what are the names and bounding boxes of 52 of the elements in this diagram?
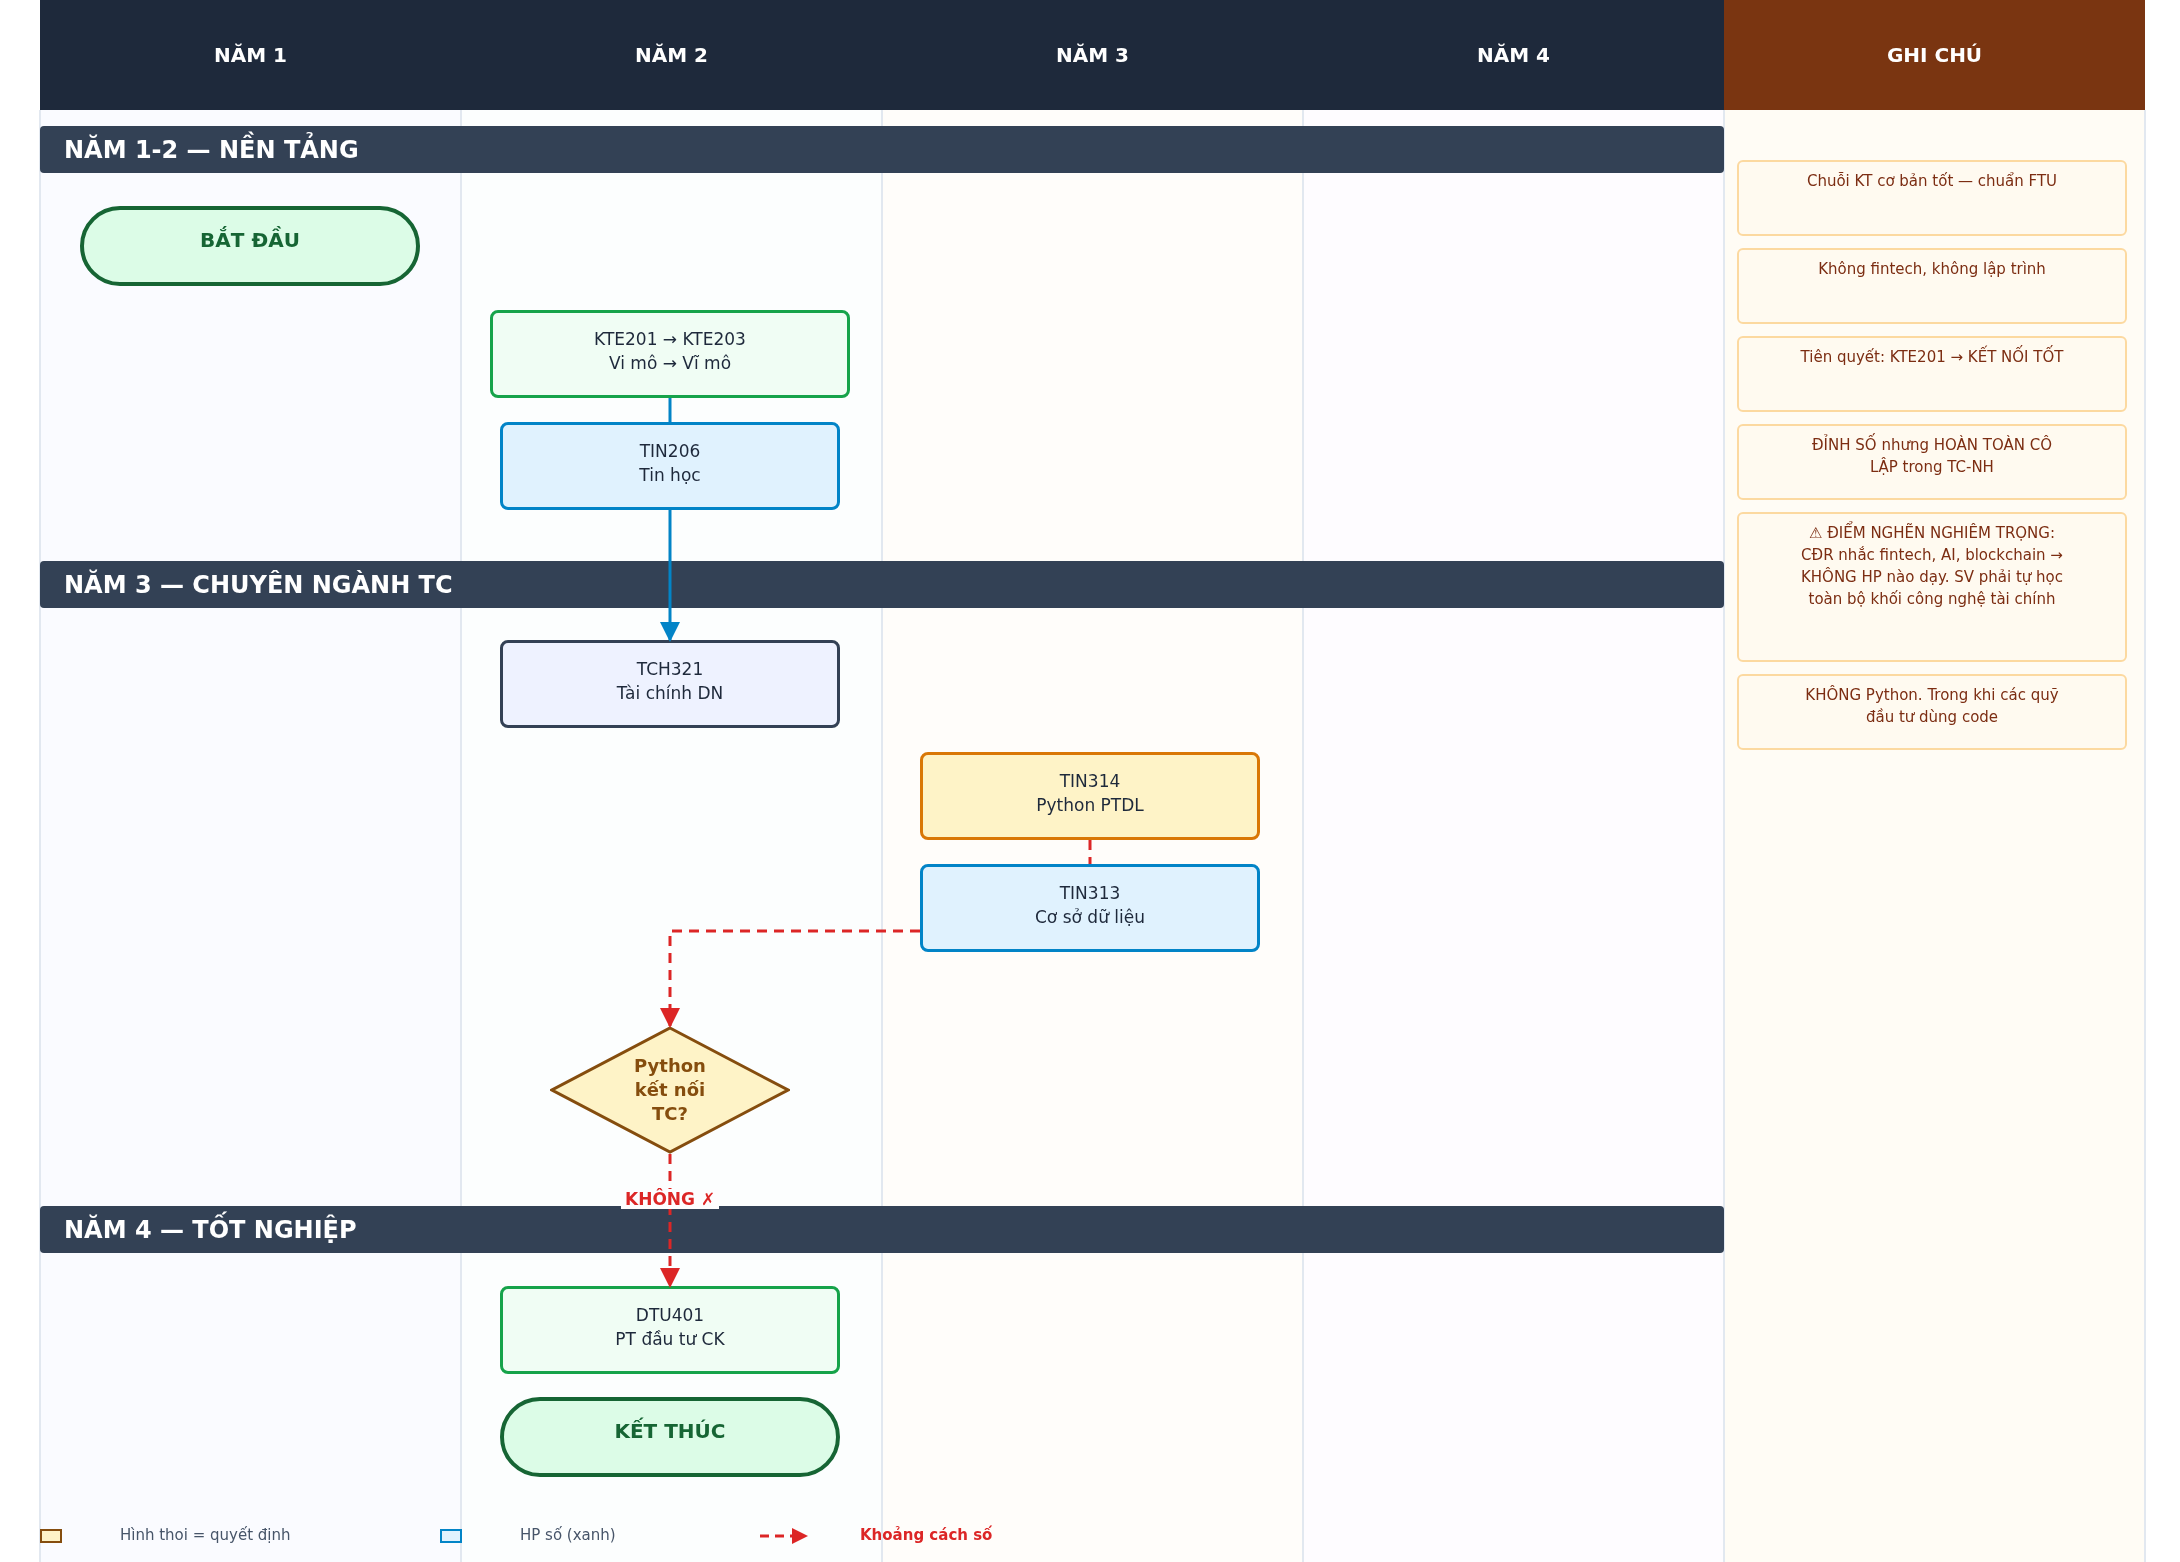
- legend-label: HP số (xanh): [520, 1526, 616, 1544]
- decision-diamond: [550, 1026, 790, 1154]
- course-code: TIN313: [1058, 882, 1122, 905]
- column-title: NĂM 1: [214, 43, 287, 67]
- decision-text: Python kết nối TC?: [633, 1054, 707, 1126]
- course-box: [490, 310, 850, 398]
- note-text: ⚠ ĐIỂM NGHẼN NGHIÊM TRỌNG: CĐR nhắc fintech, AI, blockchain → KHÔNG HP nào dạy. SV phải tự học toàn bộ khối công nghệ tài chính: [1799, 522, 2065, 610]
- phase-band: NĂM 3 — CHUYÊN NGÀNH TC: [40, 561, 1724, 608]
- dashed-arrow: [660, 1154, 680, 1288]
- column-header: [1303, 0, 1724, 110]
- course-box: [500, 1286, 840, 1374]
- course-name: Tài chính DN: [615, 682, 725, 705]
- note-card: [1737, 336, 2127, 412]
- course-name: Cơ sở dữ liệu: [1034, 906, 1146, 929]
- course-code: TCH321: [635, 658, 705, 681]
- note-text: Chuỗi KT cơ bản tốt — chuẩn FTU: [1805, 171, 2059, 192]
- column-header: [40, 0, 461, 110]
- column-title: NĂM 3: [1056, 43, 1129, 67]
- phase-band: NĂM 1-2 — NỀN TẢNG: [40, 126, 1724, 173]
- note-text: Tiên quyết: KTE201 → KẾT NỐI TỐT: [1799, 346, 2065, 368]
- column-title: NĂM 4: [1477, 43, 1550, 67]
- course-box: [500, 640, 840, 728]
- note-text: ĐỈNH SỐ nhưng HOÀN TOÀN CÔ LẬP trong TC-NH: [1799, 434, 2065, 478]
- arrow: [660, 510, 680, 642]
- note-card: [1737, 674, 2127, 750]
- dashed-arrow: [660, 929, 920, 1028]
- note-card: [1737, 160, 2127, 236]
- column-header: [1724, 0, 2145, 110]
- course-box: [920, 752, 1260, 840]
- column-title: NĂM 2: [635, 43, 708, 67]
- legend-label: Khoảng cách số: [860, 1526, 993, 1544]
- course-box: [920, 864, 1260, 952]
- course-code: KTE201 → KTE203: [593, 328, 747, 351]
- terminal-label: KẾT THÚC: [613, 1419, 727, 1443]
- course-code: TIN206: [638, 440, 702, 463]
- legend-label: Hình thoi = quyết định: [120, 1526, 291, 1544]
- edge-label: KHÔNG ✗: [621, 1189, 720, 1209]
- course-name: PT đầu tư CK: [614, 1328, 726, 1351]
- course-name: Python PTDL: [1035, 794, 1145, 817]
- course-box: [500, 422, 840, 510]
- note-text: KHÔNG Python. Trong khi các quỹ đầu tư dùng code: [1804, 684, 2060, 728]
- note-card: [1737, 248, 2127, 324]
- note-card: [1737, 512, 2127, 662]
- phase-band: NĂM 4 — TỐT NGHIỆP: [40, 1206, 1724, 1253]
- course-code: DTU401: [634, 1304, 706, 1327]
- note-card: [1737, 424, 2127, 500]
- course-name: Tin học: [638, 464, 702, 487]
- note-text: Không fintech, không lập trình: [1817, 259, 2047, 280]
- terminal-label: BẮT ĐẦU: [199, 228, 301, 252]
- column-title: GHI CHÚ: [1886, 43, 1983, 67]
- course-name: Vi mô → Vĩ mô: [607, 352, 733, 375]
- course-code: TIN314: [1058, 770, 1122, 793]
